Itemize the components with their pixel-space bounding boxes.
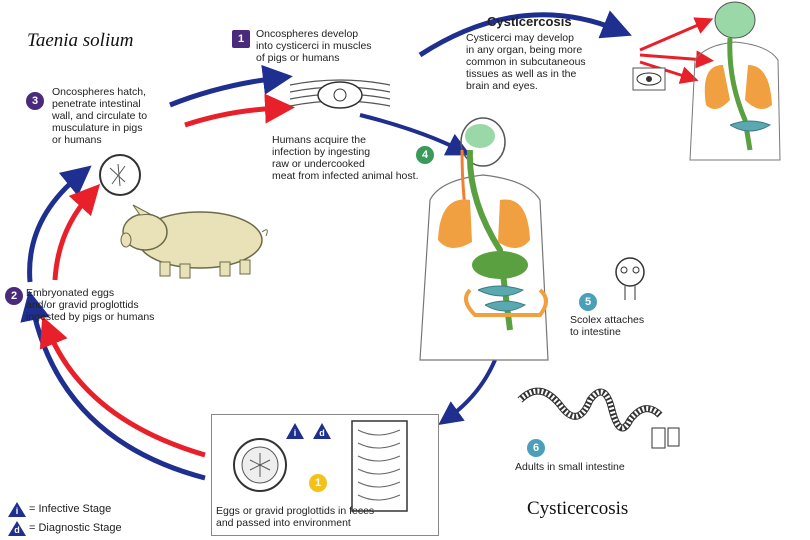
stage3-text: Oncospheres hatch, penetrate intestinal … (52, 86, 148, 146)
stage4-badge: 4 (416, 146, 434, 164)
pig-illustration (120, 204, 268, 279)
stage1-infective-badge: 1 (232, 30, 250, 48)
human-cysticercosis-illustration (689, 1, 781, 161)
eggs-stage-text: Eggs or gravid proglottids in feces and … (216, 505, 375, 529)
eggs-artwork (233, 420, 408, 512)
arrow-blue-stage1-to-human (359, 113, 471, 156)
cysticercosis-heading: Cysticercosis (487, 14, 572, 29)
muscle-cysticercus-illustration (289, 79, 391, 109)
eye-illustration (632, 67, 666, 91)
stage2-text: Embryonated eggs and/or gravid proglotti… (26, 287, 155, 323)
scolex-illustration (615, 257, 645, 300)
arrow-red-to-brain (639, 17, 714, 52)
adult-tapeworm-illustration (517, 387, 680, 449)
human-host-illustration (419, 117, 549, 361)
arrow-blue-human-to-eggs (438, 359, 497, 426)
stage2-badge: 2 (5, 287, 23, 305)
arrow-red-stage3-to-stage1 (184, 93, 295, 128)
diagram-title: Taenia solium (27, 30, 134, 51)
arrow-red-stage2-to-stage3 (52, 183, 101, 281)
stage5-badge: 5 (579, 293, 597, 311)
legend-diagnostic-label: = Diagnostic Stage (29, 522, 122, 534)
legend-infective-label: = Infective Stage (29, 503, 112, 515)
arrow-blue-stage2-to-stage3 (27, 165, 92, 283)
arrow-blue-stage3-to-stage1 (169, 64, 293, 108)
diagram-caption: Cysticercosis (527, 498, 629, 519)
arrow-red-eggs-to-stage2 (39, 316, 206, 458)
cysticercosis-text: Cysticerci may develop in any organ, bei… (466, 32, 586, 92)
arrow-blue-eggs-to-stage2 (20, 290, 206, 481)
eggs-stage-badge: 1 (309, 474, 327, 492)
oncosphere-illustration (99, 154, 141, 196)
cycle-arrows (20, 10, 714, 481)
stage1-text: Oncospheres develop into cysticerci in m… (256, 28, 372, 64)
stage5-text: Scolex attaches to intestine (570, 314, 645, 338)
arrow-red-to-chest (639, 50, 714, 69)
stage4-text: Humans acquire the infection by ingestin… (272, 134, 419, 182)
stage6-text: Adults in small intestine (515, 461, 625, 473)
stage3-badge: 3 (26, 92, 44, 110)
stage6-badge: 6 (527, 439, 545, 457)
arrow-blue-to-cysticercosis (418, 10, 632, 58)
